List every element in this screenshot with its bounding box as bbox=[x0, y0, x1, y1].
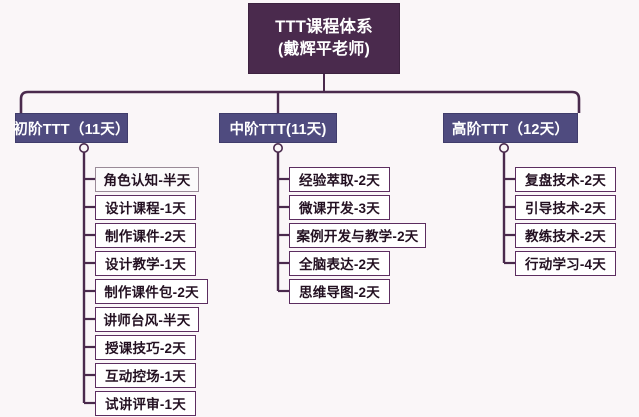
leaf-item-label: 复盘技术-2天 bbox=[525, 173, 606, 188]
leaf-item[interactable]: 制作课件-2天 bbox=[95, 222, 196, 248]
branch-header-intermediate[interactable]: 中阶TTT(11天) bbox=[219, 113, 337, 143]
branch-header-basic[interactable]: 初阶TTT（11天） bbox=[13, 113, 130, 143]
leaf-item-label: 设计教学-1天 bbox=[105, 257, 186, 272]
leaf-item[interactable]: 思维导图-2天 bbox=[289, 278, 390, 304]
branch-header-label: 高阶TTT（12天） bbox=[451, 121, 570, 138]
horizontal-bus-line bbox=[19, 90, 581, 113]
branch-header-advanced[interactable]: 高阶TTT（12天） bbox=[443, 113, 578, 143]
leaf-item[interactable]: 复盘技术-2天 bbox=[515, 166, 616, 192]
leaf-item[interactable]: 制作课件包-2天 bbox=[95, 278, 208, 304]
leaf-item-label: 讲师台风-半天 bbox=[103, 313, 191, 328]
leaf-item[interactable]: 互动控场-1天 bbox=[95, 362, 196, 388]
leaf-item-label: 授课技巧-2天 bbox=[105, 341, 186, 356]
leaf-item[interactable]: 角色认知-半天 bbox=[95, 166, 199, 192]
leaf-item[interactable]: 案例开发与教学-2天 bbox=[289, 222, 426, 248]
root-title-line2: (戴辉平老师) bbox=[277, 40, 371, 58]
leaf-item-label: 引导技术-2天 bbox=[525, 201, 606, 216]
branch-header-label: 中阶TTT(11天) bbox=[229, 121, 327, 138]
root-title-line1: TTT课程体系 bbox=[275, 18, 373, 37]
leaf-item-label: 制作课件包-2天 bbox=[104, 285, 199, 300]
leaf-item-label: 设计课程-1天 bbox=[105, 201, 186, 216]
leaf-item-label: 教练技术-2天 bbox=[525, 229, 606, 244]
leaf-item-label: 思维导图-2天 bbox=[299, 285, 380, 300]
leaf-item[interactable]: 全脑表达-2天 bbox=[289, 250, 390, 276]
leaf-item-label: 全脑表达-2天 bbox=[299, 257, 380, 272]
leaf-item[interactable]: 经验萃取-2天 bbox=[289, 166, 390, 192]
leaf-item[interactable]: 行动学习-4天 bbox=[515, 250, 616, 276]
leaf-item[interactable]: 授课技巧-2天 bbox=[95, 334, 196, 360]
leaf-item[interactable]: 引导技术-2天 bbox=[515, 194, 616, 220]
leaf-item[interactable]: 试讲评审-1天 bbox=[95, 390, 196, 416]
leaf-item-label: 经验萃取-2天 bbox=[299, 173, 380, 188]
leaf-item-label: 行动学习-4天 bbox=[525, 257, 606, 272]
leaf-item-label: 角色认知-半天 bbox=[103, 173, 191, 188]
branch-node-basic bbox=[79, 143, 90, 154]
branch-node-advanced bbox=[498, 143, 509, 154]
leaf-item[interactable]: 设计课程-1天 bbox=[95, 194, 196, 220]
leaf-item-label: 制作课件-2天 bbox=[105, 229, 186, 244]
branch-node-intermediate bbox=[272, 143, 283, 154]
leaf-item-label: 案例开发与教学-2天 bbox=[296, 229, 419, 244]
leaf-item-label: 互动控场-1天 bbox=[105, 369, 186, 384]
branch-header-label: 初阶TTT（11天） bbox=[13, 121, 130, 138]
root-title-box[interactable]: TTT课程体系 (戴辉平老师) bbox=[248, 3, 400, 74]
leaf-item[interactable]: 教练技术-2天 bbox=[515, 222, 616, 248]
leaf-item[interactable]: 微课开发-3天 bbox=[289, 194, 390, 220]
leaf-item[interactable]: 设计教学-1天 bbox=[95, 250, 196, 276]
leaf-item[interactable]: 讲师台风-半天 bbox=[95, 306, 199, 332]
leaf-item-label: 试讲评审-1天 bbox=[105, 397, 186, 412]
leaf-item-label: 微课开发-3天 bbox=[299, 201, 380, 216]
